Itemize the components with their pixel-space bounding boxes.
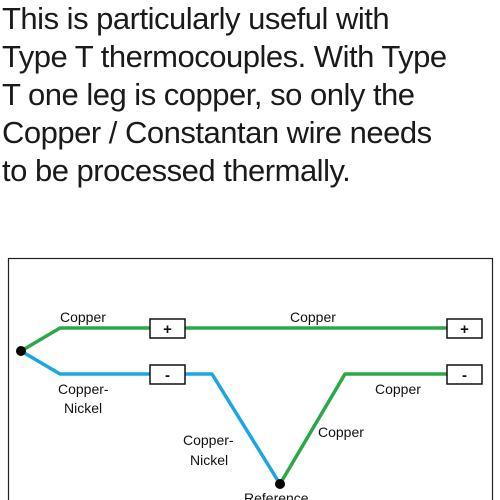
copper-wire-top	[19, 326, 152, 353]
plus-sign: +	[163, 321, 172, 338]
terminal-minus-left: -	[149, 364, 186, 385]
constantan-wire-to-reference	[183, 372, 282, 486]
reference-junction-dot	[275, 479, 285, 489]
label-copper-nickel-left-1: Copper-	[58, 381, 109, 397]
label-copper-right-lower: Copper	[375, 381, 421, 397]
paragraph-line: This is particularly useful with	[2, 1, 390, 36]
label-reference: Reference	[244, 490, 309, 500]
terminal-plus-right: +	[446, 318, 483, 339]
minus-sign: -	[462, 367, 467, 384]
constantan-wire-left	[19, 349, 152, 376]
label-copper-nickel-mid-1: Copper-	[183, 432, 234, 448]
plus-sign: +	[460, 321, 469, 338]
intro-paragraph: This is particularly useful with Type T …	[2, 0, 498, 190]
label-copper-mid-lower: Copper	[318, 424, 364, 440]
paragraph-line: T one leg is copper, so only the	[2, 77, 415, 112]
measuring-junction-dot	[16, 346, 26, 356]
paragraph-line: Type T thermocouples. With Type	[2, 39, 447, 74]
terminal-minus-right: -	[446, 364, 483, 385]
minus-sign: -	[165, 367, 170, 384]
label-copper-nickel-left-2: Nickel	[64, 400, 102, 416]
label-copper-top-right: Copper	[290, 309, 336, 325]
paragraph-line: to be processed thermally.	[2, 153, 351, 188]
paragraph-line: Copper / Constantan wire needs	[2, 115, 432, 150]
label-copper-top-left: Copper	[60, 309, 106, 325]
label-copper-nickel-mid-2: Nickel	[190, 452, 228, 468]
terminal-plus-left: +	[149, 318, 186, 339]
copper-wire-to-reference	[278, 372, 449, 486]
diagram-frame	[7, 257, 494, 500]
